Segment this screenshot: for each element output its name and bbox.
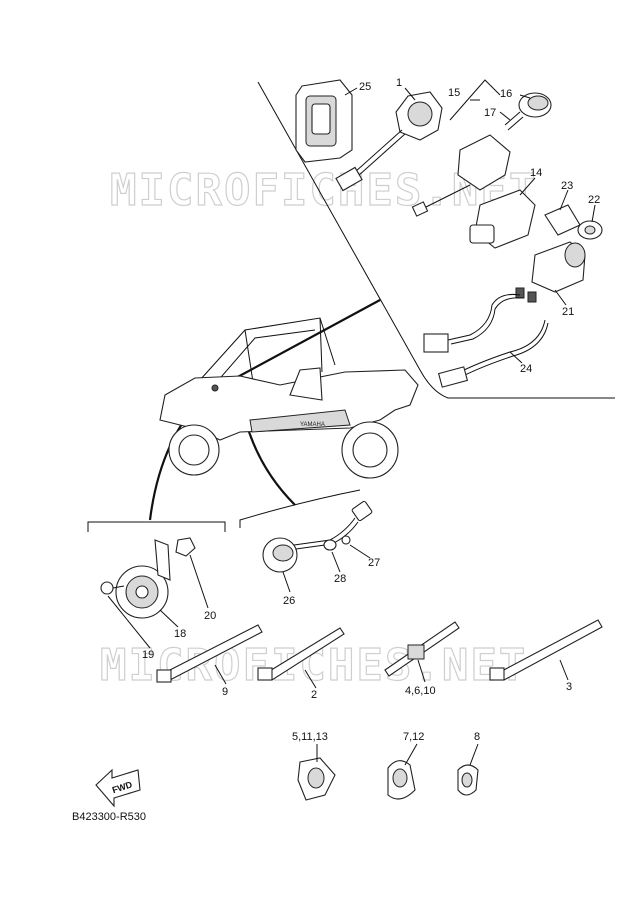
label-23: 23 xyxy=(561,180,573,192)
label-28: 28 xyxy=(334,573,346,585)
diagram-code: B423300-R530 xyxy=(72,811,146,823)
label-15: 15 xyxy=(448,87,460,99)
label-16: 16 xyxy=(500,88,512,100)
part-28-grommet xyxy=(323,539,337,551)
part-2-cable-tie xyxy=(257,627,345,681)
fwd-arrow-icon: FWD xyxy=(95,768,141,808)
vehicle-brand-text: YAMAHA xyxy=(300,422,325,428)
part-23-label xyxy=(544,204,581,236)
label-26: 26 xyxy=(283,595,295,607)
part-18-horn xyxy=(115,539,171,619)
label-7-12: 7,12 xyxy=(403,731,424,743)
part-26-sensor xyxy=(262,500,373,573)
part-8-clamp xyxy=(457,764,479,796)
label-3: 3 xyxy=(566,681,572,693)
label-14: 14 xyxy=(530,167,542,179)
group-bracket-upper xyxy=(257,81,615,399)
label-25: 25 xyxy=(359,81,371,93)
part-25-relay xyxy=(295,79,353,163)
part-19-bolt xyxy=(100,581,125,595)
part-3-cable-tie xyxy=(489,619,603,681)
label-2: 2 xyxy=(311,689,317,701)
label-4-6-10: 4,6,10 xyxy=(405,685,436,697)
part-9-cable-tie xyxy=(156,624,263,683)
label-8: 8 xyxy=(474,731,480,743)
part-24-wire-harness xyxy=(423,294,549,388)
label-18: 18 xyxy=(174,628,186,640)
label-24: 24 xyxy=(520,363,532,375)
label-21: 21 xyxy=(562,306,574,318)
leader-line-upper xyxy=(231,299,381,381)
part-4-6-10-cable-tie xyxy=(384,621,460,677)
group-bracket-sensor xyxy=(239,489,361,528)
vehicle-illustration: YAMAHA xyxy=(159,317,419,479)
part-5-11-13-clamp xyxy=(297,757,336,801)
part-15-switch-assembly xyxy=(411,79,511,217)
label-27: 27 xyxy=(368,557,380,569)
label-1: 1 xyxy=(396,77,402,89)
label-leaders xyxy=(107,87,596,766)
part-21-main-switch xyxy=(515,241,586,303)
part-1-switch xyxy=(335,91,443,192)
group-bracket-horn xyxy=(87,521,226,532)
part-20-nut xyxy=(175,537,196,557)
label-19: 19 xyxy=(142,649,154,661)
label-9: 9 xyxy=(222,686,228,698)
part-27-screw xyxy=(341,535,351,545)
label-17: 17 xyxy=(484,107,496,119)
part-16-knob xyxy=(504,92,552,131)
label-5-11-13: 5,11,13 xyxy=(292,731,328,743)
part-22-nut xyxy=(577,220,603,240)
label-20: 20 xyxy=(204,610,216,622)
label-22: 22 xyxy=(588,194,600,206)
part-7-12-clamp xyxy=(387,760,416,800)
part-14-connector xyxy=(469,189,536,249)
